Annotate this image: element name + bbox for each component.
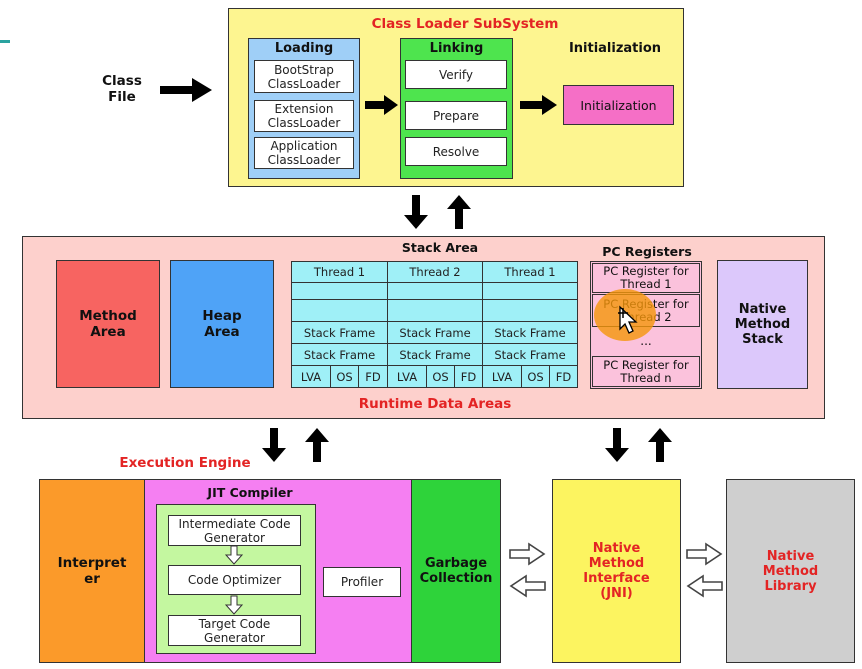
initialization-title: Initialization	[568, 41, 662, 56]
native-method-library: Native Method Library	[726, 479, 855, 663]
lva-cell: LVA	[387, 365, 427, 388]
arrow-down-icon	[404, 195, 428, 229]
verify-step: Verify	[405, 60, 507, 89]
arrow-right-icon	[365, 95, 398, 115]
class-file-label: Class File	[102, 73, 142, 105]
class-loader-title: Class Loader SubSystem	[371, 16, 559, 32]
arrow-down-icon	[605, 428, 629, 462]
stack-frame: Stack Frame	[291, 321, 388, 344]
os-cell: OS	[426, 365, 455, 388]
garbage-collection: Garbage Collection	[411, 479, 501, 663]
os-cell: OS	[330, 365, 359, 388]
lva-cell: LVA	[482, 365, 522, 388]
stack-slot	[387, 299, 483, 322]
stack-area-title: Stack Area	[401, 240, 479, 255]
heap-area: Heap Area	[170, 260, 274, 388]
arrow-left-icon	[509, 574, 546, 598]
stack-frame: Stack Frame	[482, 321, 578, 344]
method-area: Method Area	[56, 260, 160, 388]
stack-slot	[387, 282, 483, 300]
move-cursor-icon	[618, 305, 638, 334]
stack-frame: Stack Frame	[387, 343, 483, 366]
stack-slot	[291, 282, 388, 300]
initialization-box: Initialization	[563, 85, 674, 125]
arrow-down-icon	[224, 595, 244, 615]
resolve-step: Resolve	[405, 137, 507, 166]
thread-header: Thread 1	[482, 261, 578, 283]
target-code-generator: Target Code Generator	[168, 615, 301, 646]
pc-register-thread-1: PC Register for Thread 1	[592, 263, 700, 293]
stack-slot	[482, 299, 578, 322]
thread-header: Thread 1	[291, 261, 388, 283]
arrow-up-icon	[447, 195, 471, 229]
code-optimizer: Code Optimizer	[168, 565, 301, 595]
os-cell: OS	[521, 365, 550, 388]
native-method-stack: Native Method Stack	[717, 260, 808, 389]
arrow-down-icon	[262, 428, 286, 462]
arrow-right-icon	[520, 95, 557, 115]
execution-engine-title: Execution Engine	[119, 455, 251, 471]
arrow-right-icon	[686, 542, 723, 566]
intermediate-code-generator: Intermediate Code Generator	[168, 515, 301, 546]
arrow-down-icon	[224, 545, 244, 565]
stack-slot	[482, 282, 578, 300]
profiler: Profiler	[323, 567, 401, 597]
jit-compiler-title: JIT Compiler	[207, 485, 293, 500]
corner-mark	[0, 40, 10, 43]
lva-cell: LVA	[291, 365, 331, 388]
pc-registers-title: PC Registers	[602, 244, 692, 259]
arrow-right-icon	[160, 78, 212, 102]
arrow-up-icon	[305, 428, 329, 462]
linking-title: Linking	[429, 41, 484, 56]
runtime-data-areas-title: Runtime Data Areas	[358, 396, 512, 412]
bootstrap-classloader: BootStrap ClassLoader	[254, 60, 354, 93]
fd-cell: FD	[454, 365, 483, 388]
stack-frame: Stack Frame	[482, 343, 578, 366]
interpreter: Interpret er	[39, 479, 145, 663]
prepare-step: Prepare	[405, 101, 507, 130]
application-classloader: Application ClassLoader	[254, 137, 354, 169]
fd-cell: FD	[358, 365, 388, 388]
stack-slot	[291, 299, 388, 322]
thread-header: Thread 2	[387, 261, 483, 283]
arrow-left-icon	[686, 574, 723, 598]
native-method-interface: Native Method Interface (JNI)	[552, 479, 681, 663]
fd-cell: FD	[549, 365, 578, 388]
loading-title: Loading	[274, 41, 334, 56]
pc-register-dots: ...	[640, 334, 652, 348]
extension-classloader: Extension ClassLoader	[254, 100, 354, 132]
arrow-up-icon	[648, 428, 672, 462]
stack-frame: Stack Frame	[291, 343, 388, 366]
arrow-right-icon	[509, 542, 546, 566]
pc-register-thread-n: PC Register for Thread n	[592, 356, 700, 387]
stack-frame: Stack Frame	[387, 321, 483, 344]
